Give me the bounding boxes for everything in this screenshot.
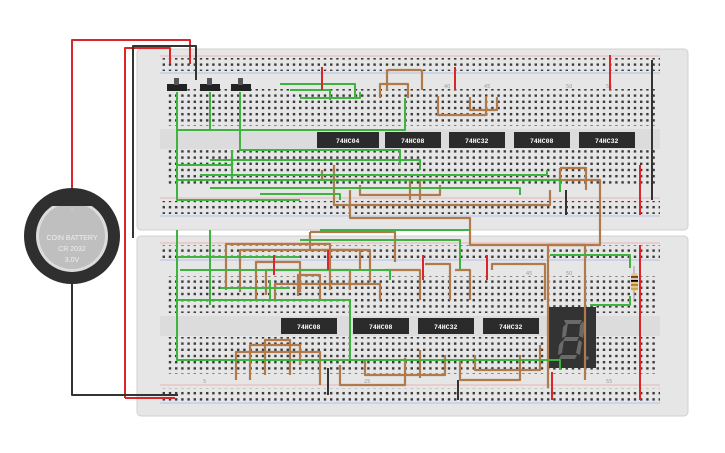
display-segments — [558, 320, 589, 360]
battery-plus: + — [70, 207, 74, 214]
chip-bottom-3[interactable]: 74HC32 — [418, 318, 474, 334]
chip-label: 74HC08 — [297, 324, 321, 331]
bb-num: 50 — [566, 84, 572, 90]
chip-label: 74HC32 — [465, 138, 489, 145]
chip-top-2[interactable]: 74HC08 — [385, 132, 441, 148]
coin-battery[interactable]: + COIN BATTERY CR 2032 3.0V — [24, 188, 120, 284]
bb-num: 45 — [526, 271, 532, 277]
bb-num: 50 — [566, 271, 572, 277]
bb-num: 55 — [606, 379, 612, 385]
bb-num: 25 — [364, 379, 370, 385]
wires-green — [176, 83, 631, 370]
wires-red — [71, 39, 641, 400]
chip-top-4[interactable]: 74HC08 — [514, 132, 570, 148]
chip-bottom-4[interactable]: 74HC32 — [483, 318, 539, 334]
chip-bottom-2[interactable]: 74HC08 — [353, 318, 409, 334]
chip-top-1[interactable]: 74HC04 — [317, 132, 379, 148]
battery-label-1: COIN BATTERY — [46, 235, 97, 242]
wires-black — [71, 45, 653, 400]
slide-switch-2[interactable] — [200, 78, 220, 91]
chip-label: 74HC32 — [434, 324, 458, 331]
chip-label: 74HC08 — [401, 138, 425, 145]
bb-num: 5 — [203, 379, 206, 385]
chip-label: 74HC08 — [530, 138, 554, 145]
chip-label: 74HC04 — [336, 138, 360, 145]
battery-label-2: CR 2032 — [58, 246, 86, 253]
slide-switch-1[interactable] — [167, 78, 187, 91]
chip-label: 74HC08 — [369, 324, 393, 331]
bb-num: 45 — [484, 84, 490, 90]
seven-segment-display[interactable]: 8 — [548, 307, 596, 368]
slide-switch-3[interactable] — [231, 78, 251, 91]
chip-bottom-1[interactable]: 74HC08 — [281, 318, 337, 334]
chip-top-5[interactable]: 74HC32 — [579, 132, 635, 148]
chip-label: 74HC32 — [595, 138, 619, 145]
battery-label-3: 3.0V — [65, 257, 80, 264]
bb-num: 40 — [444, 84, 450, 90]
chip-label: 74HC32 — [499, 324, 523, 331]
chip-top-3[interactable]: 74HC32 — [449, 132, 505, 148]
resistor[interactable] — [631, 266, 638, 300]
breadboard-bottom: 5 25 45 50 55 — [136, 235, 689, 417]
